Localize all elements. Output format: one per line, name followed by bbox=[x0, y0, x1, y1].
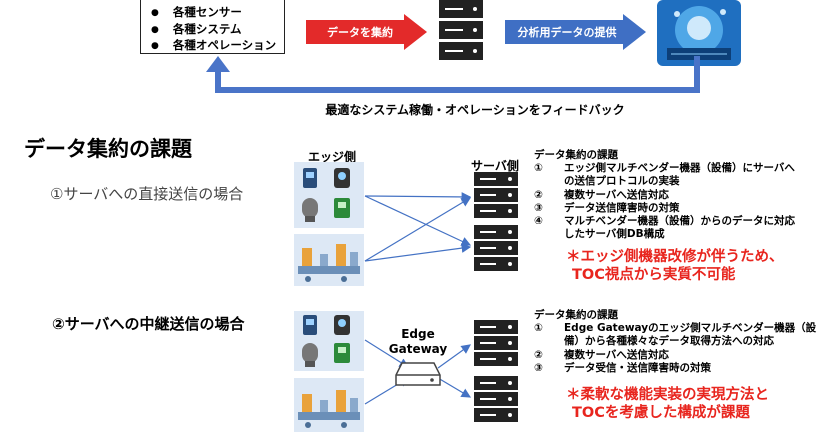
provide-arrow bbox=[505, 14, 646, 50]
gateway-icon bbox=[395, 362, 441, 386]
case1-note: ＊エッジ側機器改修が伴うため、 TOC視点から実質不可能 bbox=[566, 248, 834, 284]
issue-number: ① bbox=[534, 322, 543, 335]
note-line: TOC視点から実質不可能 bbox=[572, 267, 736, 283]
factory-line-icon bbox=[298, 390, 360, 428]
sensor-devices-panel bbox=[294, 311, 364, 371]
issue-text: データ受信・送信障害時の対策 bbox=[564, 361, 711, 374]
factory-line-panel bbox=[294, 234, 364, 286]
analytics-image bbox=[657, 0, 741, 66]
bullet-item: 各種システム bbox=[151, 22, 284, 39]
case1-label: ①サーバへの直接送信の場合 bbox=[50, 185, 244, 203]
note-line: ＊柔軟な機能実装の実現方法と bbox=[566, 387, 769, 403]
sensor-devices-icon bbox=[302, 168, 350, 222]
server-icon bbox=[474, 225, 518, 271]
issue-text-cont: 備）から各種様々なデータ取得方法への対応 bbox=[564, 335, 774, 348]
issues-title: データ集約の課題 bbox=[534, 309, 618, 321]
issue-text: マルチベンダー機器（設備）からのデータに対応 bbox=[564, 215, 795, 228]
server-icon bbox=[474, 320, 518, 366]
case2-issues: データ集約の課題 ① Edge Gatewayのエッジ側マルチベンダー機器（設 備… bbox=[534, 309, 834, 375]
issue-number: ④ bbox=[534, 215, 543, 228]
issue-text: エッジ側マルチベンダー機器（設備）にサーバへ bbox=[564, 162, 795, 175]
issue-number: ② bbox=[534, 348, 543, 361]
bullet-item: 各種オペレーション bbox=[151, 38, 284, 55]
gateway-label-line: Gateway bbox=[388, 342, 448, 356]
provide-arrow-label: 分析用データの提供 bbox=[517, 26, 617, 39]
collect-arrow-label: データを集約 bbox=[327, 26, 393, 39]
edge-gateway-label: Edge Gateway bbox=[383, 327, 453, 357]
issue-number: ③ bbox=[534, 201, 543, 214]
issue-text-cont: したサーバ側DB構成 bbox=[564, 228, 665, 241]
section-title: データ集約の課題 bbox=[24, 137, 192, 161]
edge-side-label: エッジ側 bbox=[307, 150, 356, 164]
feedback-label: 最適なシステム稼働・オペレーションをフィードバック bbox=[325, 103, 625, 117]
sensor-devices-icon bbox=[302, 315, 350, 367]
server-side-label: サーバ側 bbox=[471, 159, 519, 173]
feedback-arrow bbox=[206, 56, 700, 93]
issue-text: Edge Gatewayのエッジ側マルチベンダー機器（設 bbox=[564, 322, 817, 335]
bullet-item: 各種センサー bbox=[151, 5, 284, 22]
server-icon bbox=[474, 172, 518, 218]
issue-text: 複数サーバへ送信対応 bbox=[564, 348, 669, 361]
issue-number: ③ bbox=[534, 361, 543, 374]
note-line: ＊エッジ側機器改修が伴うため、 bbox=[566, 249, 784, 265]
issue-number: ② bbox=[534, 188, 543, 201]
case1-issues: データ集約の課題 ① エッジ側マルチベンダー機器（設備）にサーバへ の送信プロトコ… bbox=[534, 149, 834, 241]
server-icon bbox=[474, 376, 518, 422]
sensor-devices-panel bbox=[294, 162, 364, 228]
case2-label: ②サーバへの中継送信の場合 bbox=[52, 315, 245, 333]
issue-text: 複数サーバへ送信対応 bbox=[564, 188, 669, 201]
gateway-label-line: Edge bbox=[401, 327, 435, 341]
issue-number: ① bbox=[534, 162, 543, 175]
collect-arrow bbox=[306, 14, 427, 50]
factory-line-icon bbox=[298, 244, 360, 282]
note-line: TOCを考慮した構成が課題 bbox=[572, 405, 750, 421]
issue-text: データ送信障害時の対策 bbox=[564, 201, 680, 214]
data-sources-box: 各種センサー 各種システム 各種オペレーション bbox=[140, 0, 285, 54]
factory-line-panel bbox=[294, 378, 364, 432]
case2-note: ＊柔軟な機能実装の実現方法と TOCを考慮した構成が課題 bbox=[566, 386, 834, 422]
issue-text-cont: の送信プロトコルの実装 bbox=[564, 175, 680, 188]
server-icon bbox=[439, 0, 483, 60]
issues-title: データ集約の課題 bbox=[534, 149, 618, 161]
